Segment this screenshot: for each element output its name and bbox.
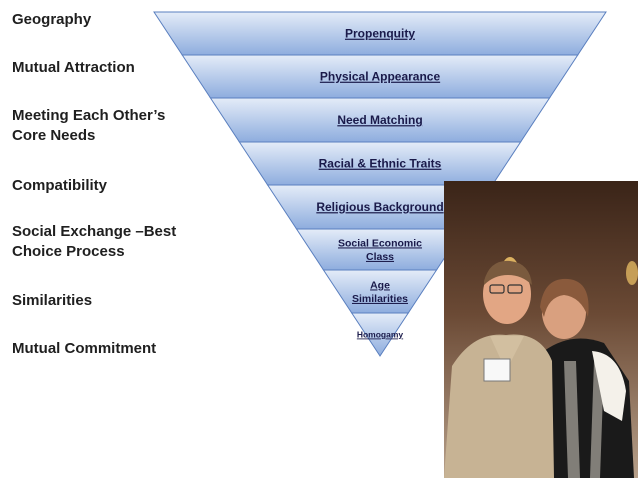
funnel-level-7 bbox=[324, 270, 437, 313]
funnel-label-2: Physical Appearance bbox=[320, 70, 441, 84]
funnel-level-6 bbox=[297, 229, 464, 270]
funnel-label-4: Racial & Ethnic Traits bbox=[319, 157, 442, 171]
funnel-label-3: Need Matching bbox=[337, 113, 422, 127]
funnel-label-8: Homogamy bbox=[357, 329, 404, 339]
couple-photo-image bbox=[444, 181, 638, 478]
funnel-label-5: Religious Background bbox=[316, 200, 443, 214]
funnel-label-1: Propenquity bbox=[345, 27, 415, 41]
couple-photo bbox=[444, 181, 638, 478]
